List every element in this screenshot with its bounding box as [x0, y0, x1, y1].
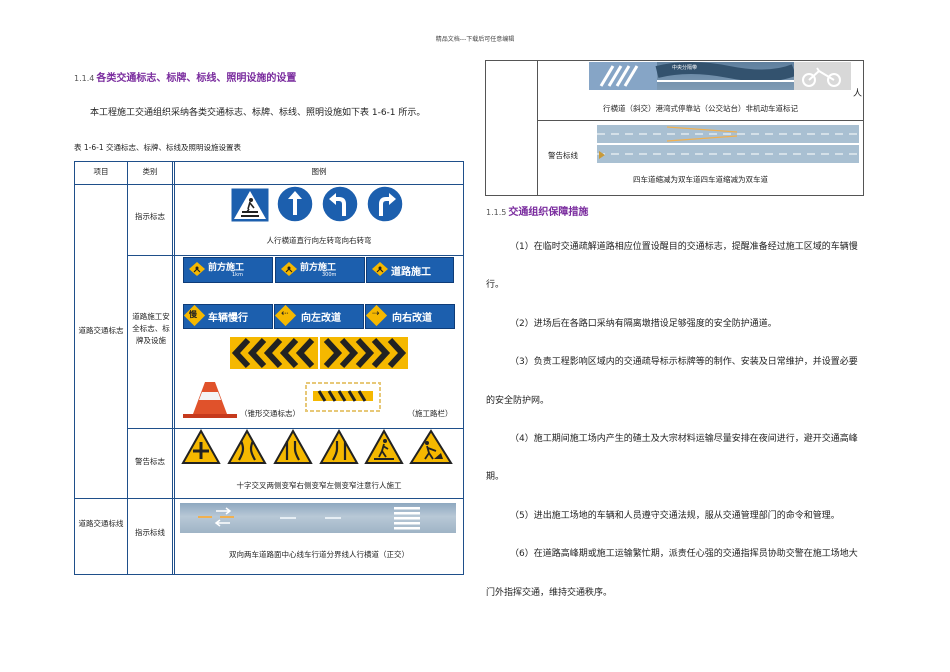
board-slow-down: 慢 车辆慢行	[183, 304, 273, 329]
item-road-markings: 道路交通标线	[78, 519, 124, 528]
board-distance: 300m	[322, 272, 337, 278]
paragraph-1b: 行。	[486, 280, 505, 290]
cat-warning-sign: 警告标志	[135, 457, 165, 466]
paragraph-3b: 的安全防护网。	[486, 396, 550, 406]
intro-paragraph: 本工程施工交通组织采纳各类交通标志、标牌、标线、照明设施如下表 1-6-1 所示…	[90, 108, 426, 118]
board-text: 前方施工	[300, 263, 337, 273]
road-narrows-left-icon	[319, 429, 359, 464]
caption-lane-reduction: 四车道缩减为双车道四车道缩减为双车道	[633, 175, 768, 184]
roadwork-diamond-icon	[189, 262, 205, 276]
roadwork-diamond-icon	[372, 262, 388, 276]
board-distance: 1km	[232, 272, 243, 278]
paragraph-6a: （6）在道路高峰期或施工运输繁忙期，派责任心强的交通指挥员协助交警在施工场地大	[510, 549, 858, 559]
caption-barrier: （施工路栏）	[407, 409, 453, 418]
section-number: 1.1.4	[74, 74, 95, 83]
cat-indicate-marking: 指示标线	[135, 528, 165, 537]
board-construction-ahead-1km: 前方施工 1km	[183, 257, 273, 283]
crossroads-warning-icon	[181, 429, 221, 464]
board-text: 向右改道	[392, 313, 432, 324]
caption-cone: （锥形交通标志）	[240, 409, 300, 418]
page-header: 精品文档---下载后可任意编辑	[435, 36, 515, 43]
table-continuation: 中央分隔带 人 行横道（斜交）港湾式停靠站（公交站台）非机动车道标记 警告标线 …	[485, 60, 864, 196]
col-header-item: 项目	[93, 167, 109, 176]
construction-barrier-icon	[305, 382, 381, 412]
turn-right-sign-icon	[366, 185, 404, 223]
caption-indicate-signs: 人行横道直行向左转弯向右转弯	[266, 236, 372, 245]
col-header-category: 类别	[142, 167, 158, 176]
board-text: 车辆慢行	[208, 313, 248, 324]
bus-bay-bike-lane-icon	[589, 62, 851, 90]
board-road-construction: 道路施工	[366, 257, 454, 283]
section-title: 各类交通标志、标牌、标线、照明设施的设置	[96, 73, 297, 84]
board-text: 向左改道	[301, 313, 341, 324]
caption-right-markings: 行横道（斜交）港湾式停靠站（公交站台）非机动车道标记	[603, 104, 798, 113]
col-header-legend: 图例	[311, 167, 327, 176]
board-text: 前方施工	[208, 263, 245, 273]
straight-ahead-sign-icon	[276, 185, 314, 223]
cat-construction-sign: 道路施工安全标志、标牌及设施	[132, 312, 170, 345]
caption-road-markings: 双向两车道路面中心线车行道分界线人行横道（正交）	[229, 550, 409, 559]
road-work-warning-icon	[409, 429, 453, 464]
median-label: 中央分隔带	[672, 65, 698, 71]
road-narrows-both-sides-icon	[227, 429, 267, 464]
traffic-facilities-table: 项目 类别 图例 道路交通标志 道路交通标线 指示标志 道路施工安全标志、标牌及…	[74, 161, 464, 575]
board-construction-ahead-300m: 前方施工 300m	[275, 257, 365, 283]
pedestrian-crossing-sign-icon	[230, 187, 270, 223]
side-char: 人	[853, 89, 863, 99]
board-detour-right: ⇢ 向右改道	[365, 304, 455, 329]
lane-reduction-marking-icon	[597, 125, 859, 163]
paragraph-4a: （4）施工期间施工场内产生的碴土及大宗材料运输尽量安排在夜间进行，避开交通高峰	[510, 434, 858, 444]
section-title: 交通组织保障措施	[508, 207, 589, 218]
table-caption: 表 1-6-1 交通标志、标牌、标线及照明设施设置表	[74, 143, 241, 152]
traffic-cone-icon	[183, 382, 237, 418]
board-text: 道路施工	[391, 267, 431, 278]
cat-warning-marking: 警告标线	[548, 151, 578, 160]
paragraph-2: （2）进场后在各路口采纳有隔离墩措设足够强度的安全防护通道。	[510, 319, 777, 329]
paragraph-6b: 门外指挥交通，维持交通秩序。	[486, 588, 613, 598]
paragraph-3a: （3）负责工程影响区域内的交通疏导标示标牌等的制作、安装及日常维护，并设置必要	[510, 357, 858, 367]
paragraph-1a: （1）在临时交通疏解道路相应位置设醒目的交通标志，提醒准备经过施工区域的车辆慢	[510, 242, 858, 252]
item-road-signs: 道路交通标志	[78, 326, 124, 335]
paragraph-4b: 期。	[486, 472, 505, 482]
cat-indicate-sign: 指示标志	[135, 212, 165, 221]
turn-left-sign-icon	[321, 185, 359, 223]
road-narrows-right-icon	[273, 429, 313, 464]
lane-markings-icon	[198, 507, 420, 530]
watch-pedestrians-icon	[364, 429, 404, 464]
board-detour-left: ⇠ 向左改道	[274, 304, 364, 329]
oblique-crosswalk-bus-stop-photo	[589, 62, 851, 90]
caption-warning-signs: 十字交叉两侧变窄右侧变窄左侧变窄注意行人施工	[236, 481, 402, 490]
section-number: 1.1.5	[486, 208, 507, 217]
road-marking-photo	[180, 503, 456, 533]
paragraph-5: （5）进出施工场地的车辆和人员遵守交通法规，服从交通管理部门的命令和管理。	[510, 511, 840, 521]
slow-char: 慢	[189, 310, 197, 319]
chevron-left-board-icon	[230, 337, 408, 369]
roadwork-diamond-icon	[281, 262, 297, 276]
